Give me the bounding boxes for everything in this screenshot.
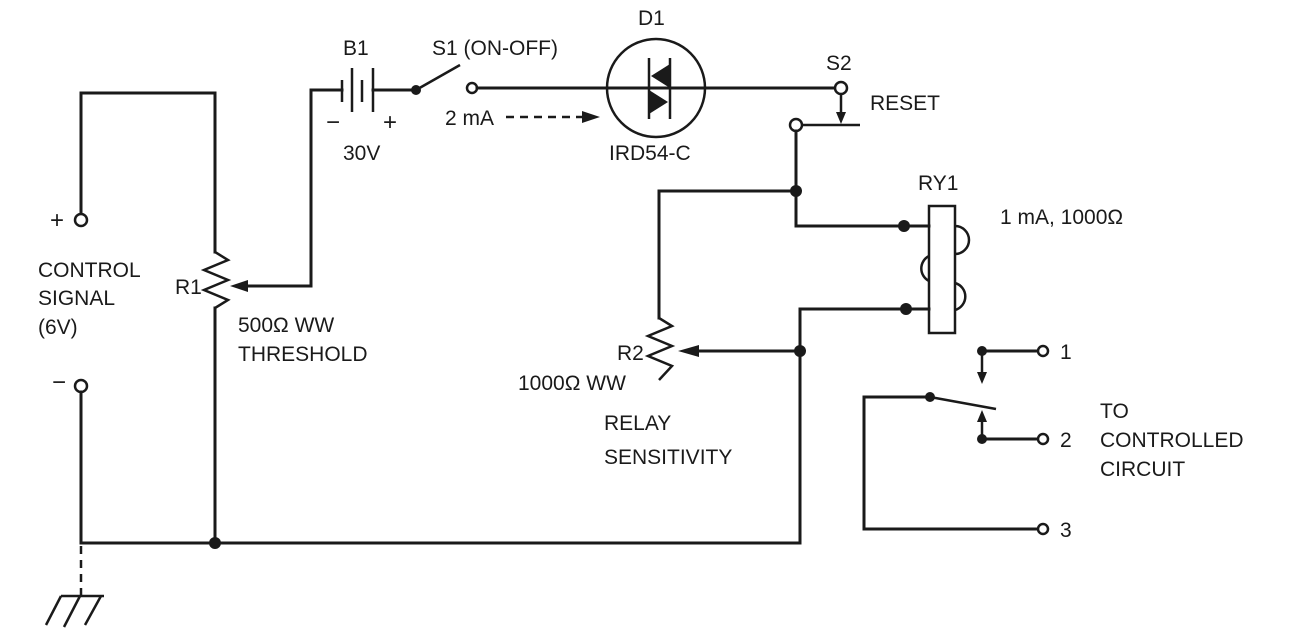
r1-value: 500Ω WW — [238, 314, 334, 337]
contact-1-arrow-icon — [977, 372, 987, 384]
input-plus-sign: + — [50, 207, 64, 234]
contact-3-label: 3 — [1060, 519, 1072, 542]
ground-icon — [44, 594, 104, 628]
relay-ry1 — [920, 204, 971, 335]
r2-function-2: SENSITIVITY — [604, 446, 732, 469]
contact-1-label: 1 — [1060, 341, 1072, 364]
relay-winding-2 — [920, 254, 930, 283]
battery-plus-sign: + — [383, 109, 397, 136]
d1-envelope — [605, 37, 707, 139]
r1-resistor-zigzag — [200, 250, 232, 310]
switch-s2-function: RESET — [870, 92, 940, 115]
relay-coil-bottom-wire — [798, 307, 931, 545]
contact-3-terminal — [1036, 522, 1050, 536]
output-label-1: TO — [1100, 400, 1129, 423]
contact-2-arrow-icon — [977, 410, 987, 422]
relay-armature — [929, 395, 997, 411]
d1-lower-triangle — [649, 90, 668, 114]
d1-upper-triangle — [651, 64, 670, 88]
r2-value: 1000Ω WW — [518, 372, 626, 395]
s2-upper-terminal — [833, 80, 849, 96]
s1-lever[interactable] — [415, 63, 461, 92]
r2-wiper-arrow-icon — [678, 345, 699, 357]
input-minus-sign: − — [52, 369, 66, 396]
r2-function-1: RELAY — [604, 412, 671, 435]
battery-name: B1 — [343, 37, 369, 60]
r1-function: THRESHOLD — [238, 343, 368, 366]
relay-name: RY1 — [918, 172, 958, 195]
r2-resistor-zigzag — [644, 316, 676, 381]
relay-winding-3 — [954, 281, 967, 312]
control-signal-label-1: CONTROL — [38, 259, 141, 282]
input-positive-wire — [79, 91, 217, 254]
junction-r2-wiper — [794, 345, 806, 357]
switch-s2-reset[interactable] — [788, 80, 860, 133]
r2-name: R2 — [617, 342, 644, 365]
input-positive-terminal — [73, 212, 89, 228]
diode-part-number: IRD54-C — [609, 142, 691, 165]
output-label-2: CONTROLLED — [1100, 429, 1244, 452]
battery-voltage: 30V — [343, 142, 380, 165]
s2-plunger-arrow-icon — [836, 112, 846, 124]
switch-s1-label: S1 (ON-OFF) — [432, 37, 558, 60]
contact-2-terminal — [1036, 432, 1050, 446]
r2-potentiometer — [644, 316, 802, 381]
switch-s2-label: S2 — [826, 52, 852, 75]
current-arrowhead-icon — [582, 111, 600, 123]
current-label: 2 mA — [445, 107, 494, 130]
contact-1-terminal — [1036, 344, 1050, 358]
battery-b1 — [340, 68, 418, 112]
output-label-3: CIRCUIT — [1100, 458, 1185, 481]
junction-ground-r1 — [209, 537, 221, 549]
r1-name: R1 — [175, 276, 202, 299]
r2-top-wire — [657, 189, 798, 320]
control-signal-label-3: (6V) — [38, 316, 78, 339]
diode-d1 — [605, 37, 707, 139]
switch-s1[interactable] — [411, 63, 479, 95]
r1-potentiometer — [200, 250, 313, 545]
battery-minus-sign: − — [326, 109, 340, 136]
contact-2-label: 2 — [1060, 429, 1072, 452]
junction-coil-top — [898, 220, 910, 232]
s2-lower-terminal — [788, 117, 804, 133]
relay-core — [927, 204, 957, 335]
control-signal-label-2: SIGNAL — [38, 287, 115, 310]
junction-coil-bottom — [900, 303, 912, 315]
common-wire — [862, 395, 1040, 531]
relay-contacts — [862, 344, 1050, 536]
relay-winding-1 — [954, 224, 971, 256]
battery-negative-wire — [309, 88, 344, 288]
r1-wiper-arrow-icon — [230, 280, 248, 292]
relay-rating: 1 mA, 1000Ω — [1000, 206, 1123, 229]
diode-name: D1 — [638, 7, 665, 30]
input-negative-terminal — [73, 378, 89, 394]
